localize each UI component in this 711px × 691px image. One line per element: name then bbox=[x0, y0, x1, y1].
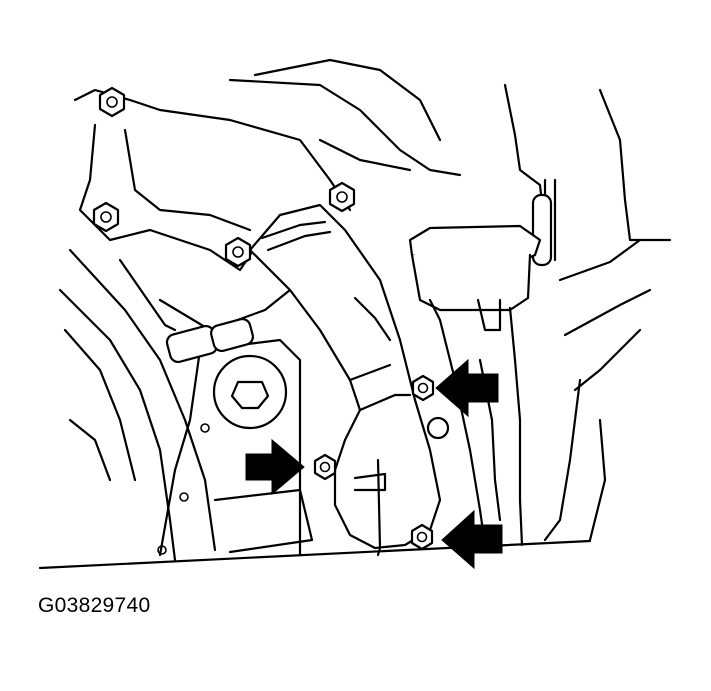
hex-nut-icon bbox=[313, 453, 337, 481]
arrow-right-icon bbox=[245, 438, 305, 496]
arrow-left-icon bbox=[441, 509, 503, 570]
hex-nut-icon bbox=[411, 374, 435, 402]
engine-block-left bbox=[58, 248, 314, 562]
figure-id-label: G03829740 bbox=[38, 594, 151, 617]
base-line bbox=[38, 539, 592, 570]
round-boss bbox=[426, 416, 450, 440]
exhaust-pipe bbox=[248, 203, 442, 557]
hex-nut-icon bbox=[410, 523, 434, 551]
engine-block-right bbox=[503, 83, 672, 542]
hose-left bbox=[118, 258, 292, 364]
arrow-left-icon bbox=[435, 358, 499, 418]
intake-manifold bbox=[73, 58, 462, 272]
